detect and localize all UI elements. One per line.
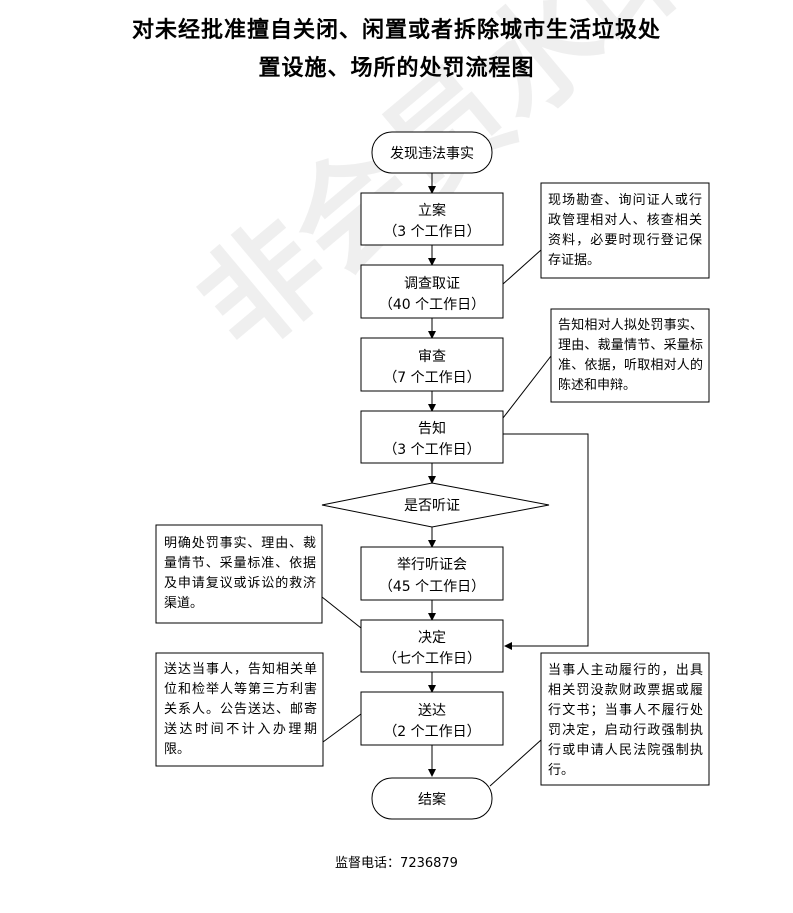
end-terminal bbox=[371, 777, 493, 820]
notify-step bbox=[360, 410, 504, 464]
note-decide: 明确处罚事实、理由、裁量情节、采量标准、依据及申请复议或诉讼的救济渠道。 bbox=[164, 536, 316, 611]
end-terminal-label: 结案 bbox=[418, 791, 446, 808]
start-terminal bbox=[371, 131, 493, 174]
note-connectors bbox=[321, 249, 552, 787]
note-deliver: 送达当事人，告知相关单位和检举人等第三方利害关系人。公告送达、邮寄送达时间不计入… bbox=[164, 662, 317, 757]
supervision-phone: 监督电话：7236879 bbox=[335, 856, 458, 871]
investigate-step bbox=[360, 264, 504, 319]
note-investigate: 现场勘查、询问证人或行政管理相对人、核查相关资料，必要时现行登记保存证据。 bbox=[548, 193, 702, 268]
hearing-decision-label: 是否听证 bbox=[404, 498, 460, 514]
hearing-step bbox=[360, 546, 504, 601]
file-case-title: 立案 bbox=[418, 202, 446, 219]
decide-step bbox=[360, 619, 504, 673]
note-notify: 告知相对人拟处罚事实、理由、裁量情节、采量标准、依据，听取相对人的陈述和申辩。 bbox=[558, 318, 703, 393]
note-box-investigate bbox=[540, 182, 710, 279]
notify-title: 告知 bbox=[418, 420, 446, 437]
investigate-days: （40 个工作日） bbox=[379, 297, 485, 313]
deliver-title: 送达 bbox=[418, 703, 446, 719]
note-box-notify bbox=[550, 308, 710, 403]
start-terminal-label: 发现违法事实 bbox=[390, 146, 474, 162]
deliver-days: （2 个工作日） bbox=[383, 724, 480, 740]
file-case-days: （3 个工作日） bbox=[383, 224, 480, 240]
page-title-line-2: 置设施、场所的处罚流程图 bbox=[258, 56, 535, 81]
hearing-title: 举行听证会 bbox=[397, 557, 467, 573]
review-title: 审查 bbox=[418, 349, 446, 365]
main-connectors bbox=[428, 173, 589, 777]
investigate-title: 调查取证 bbox=[404, 276, 460, 292]
notify-days: （3 个工作日） bbox=[383, 442, 480, 458]
decide-days: （七个工作日） bbox=[383, 651, 481, 667]
note-box-close bbox=[540, 652, 710, 786]
file-case-step bbox=[360, 192, 504, 246]
hearing-days: （45 个工作日） bbox=[379, 579, 485, 595]
note-box-deliver bbox=[155, 652, 324, 767]
deliver-step bbox=[360, 691, 504, 746]
review-step bbox=[360, 337, 504, 392]
note-box-decide bbox=[155, 524, 323, 624]
review-days: （7 个工作日） bbox=[383, 370, 480, 386]
hearing-decision-diamond bbox=[321, 482, 550, 528]
note-close: 当事人主动履行的，出具相关罚没款财政票据或履行文书；当事人不履行处罚决定，启动行… bbox=[548, 663, 703, 778]
page-title-line-1: 对未经批准擅自关闭、闲置或者拆除城市生活垃圾处 bbox=[131, 18, 661, 43]
decide-title: 决定 bbox=[418, 630, 446, 646]
